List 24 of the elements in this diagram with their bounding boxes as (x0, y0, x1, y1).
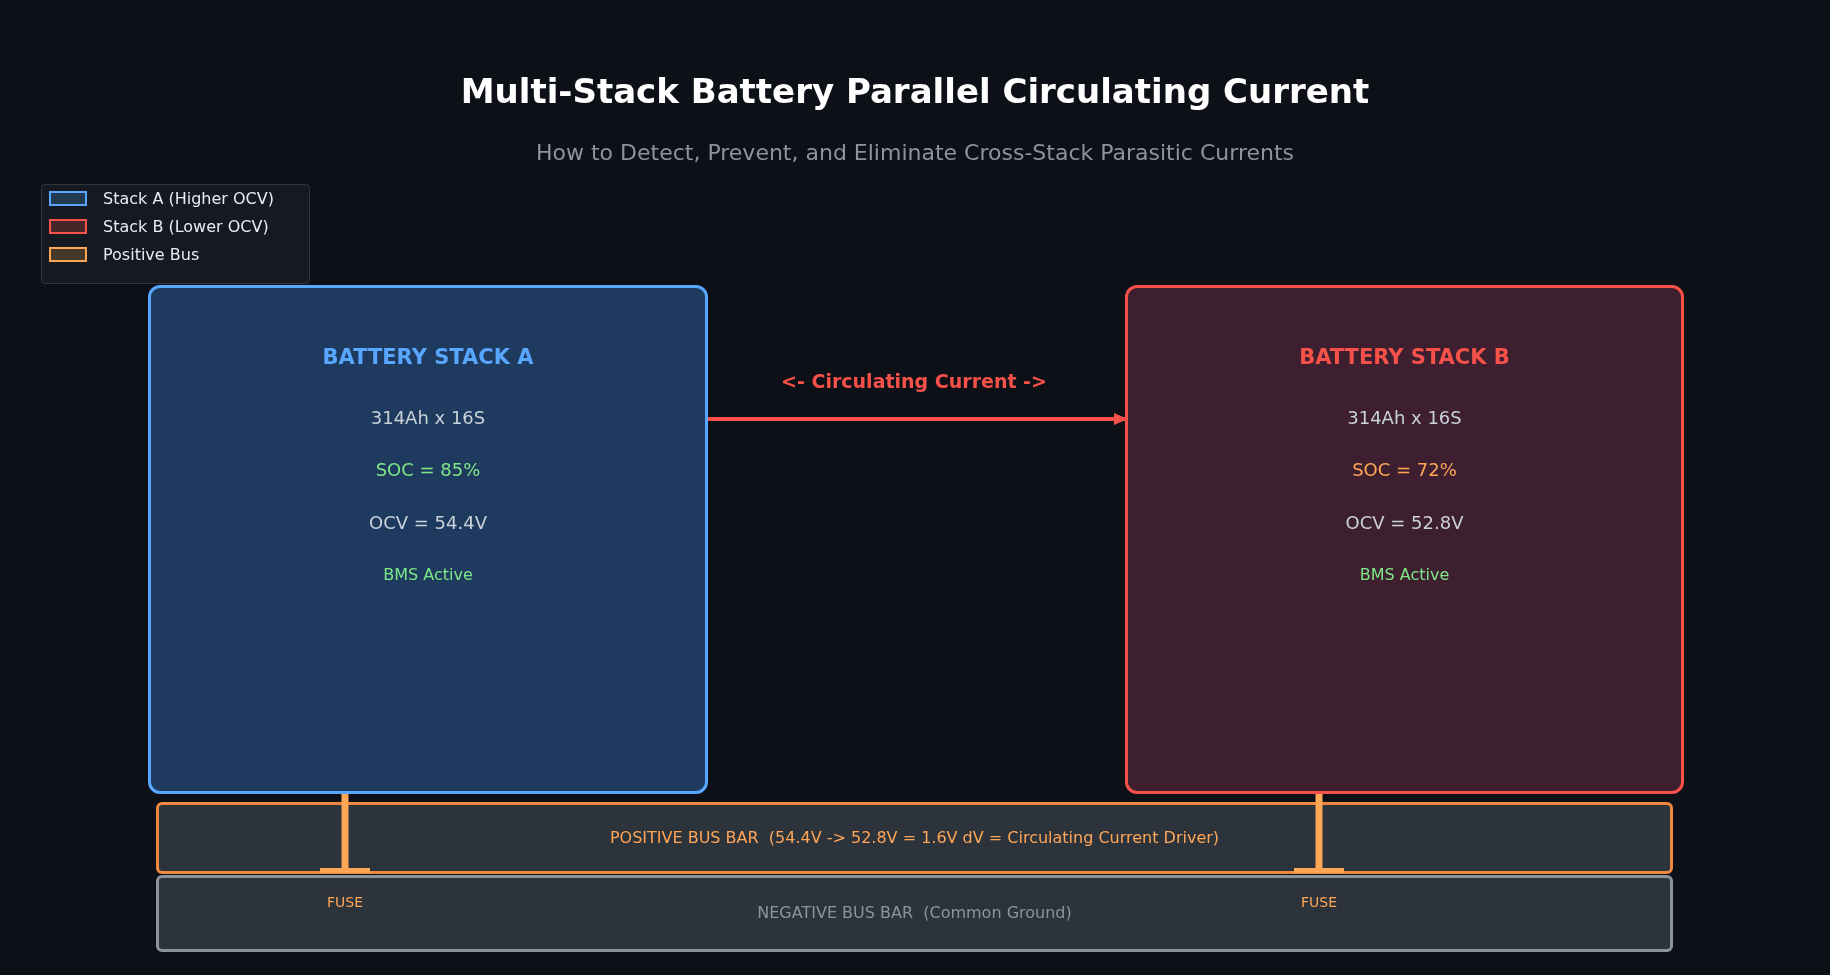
subtitle: How to Detect, Prevent, and Eliminate Cross-Stack Parasitic Currents (535, 139, 1295, 167)
legend-label: Stack B (Lower OCV) (103, 216, 269, 236)
soc-value: SOC = 85% (375, 459, 481, 481)
ocv-value: OCV = 52.8V (1345, 512, 1464, 534)
ocv-value: OCV = 54.4V (369, 512, 487, 534)
legend-label: Stack A (Higher OCV) (103, 188, 274, 208)
stack-title: BATTERY STACK A (322, 345, 534, 371)
fuse-connector (320, 794, 370, 873)
cell-spec: 314Ah x 16S (370, 407, 486, 429)
fuse-connector (1294, 794, 1344, 873)
cell-spec: 314Ah x 16S (1347, 407, 1462, 429)
legend-label: Positive Bus (103, 244, 200, 264)
battery-stack-panel (148, 285, 708, 794)
negative-bus-bar (156, 875, 1673, 952)
battery-stack-panel (1125, 285, 1684, 794)
bms-status: BMS Active (383, 565, 473, 585)
diagram-title: Multi-Stack Battery Parallel Circulating Current (460, 70, 1370, 112)
bms-status: BMS Active (1359, 565, 1450, 585)
arrow (708, 413, 1128, 425)
bus-bar-label: POSITIVE BUS BAR (54.4V -> 52.8V = 1.6V dV = Circulating Current Driver) (609, 828, 1220, 848)
soc-value: SOC = 72% (1352, 459, 1457, 481)
bus-bar-label: NEGATIVE BUS BAR (Common Ground) (757, 903, 1072, 923)
positive-bus-bar (156, 802, 1673, 874)
stack-title: BATTERY STACK B (1299, 345, 1510, 371)
